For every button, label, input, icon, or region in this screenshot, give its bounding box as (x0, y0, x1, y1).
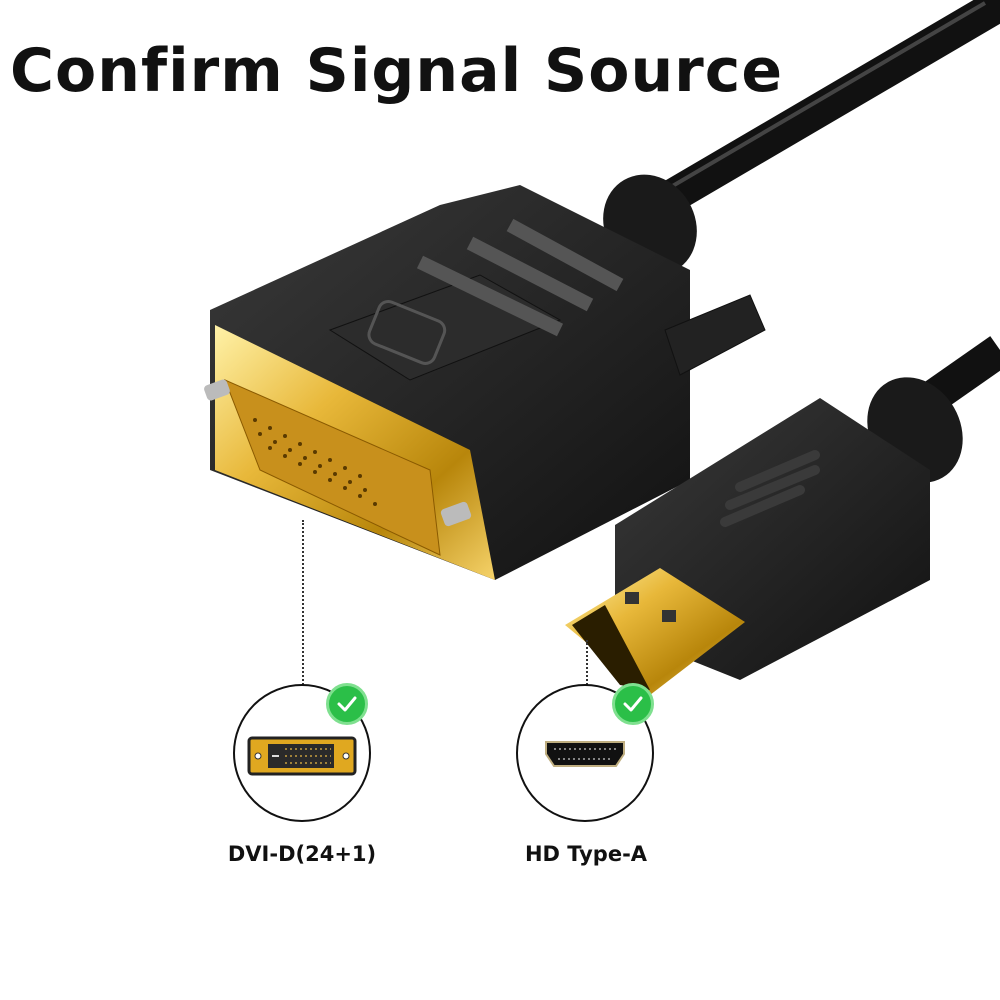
dvi-label: DVI-D(24+1) (227, 842, 377, 866)
dvi-leader-line (302, 520, 304, 685)
dvi-check-icon (326, 683, 368, 725)
hdmi-connector (565, 398, 930, 695)
hdmi-connector-icon (545, 741, 625, 767)
dvi-badge (233, 684, 371, 822)
hdmi-label: HD Type-A (524, 842, 648, 866)
dvi-connector (204, 185, 766, 580)
dvi-connector-icon (247, 736, 357, 776)
hdmi-check-icon (612, 683, 654, 725)
page-title: Confirm Signal Source (10, 36, 784, 106)
hdmi-leader-line (586, 640, 588, 685)
